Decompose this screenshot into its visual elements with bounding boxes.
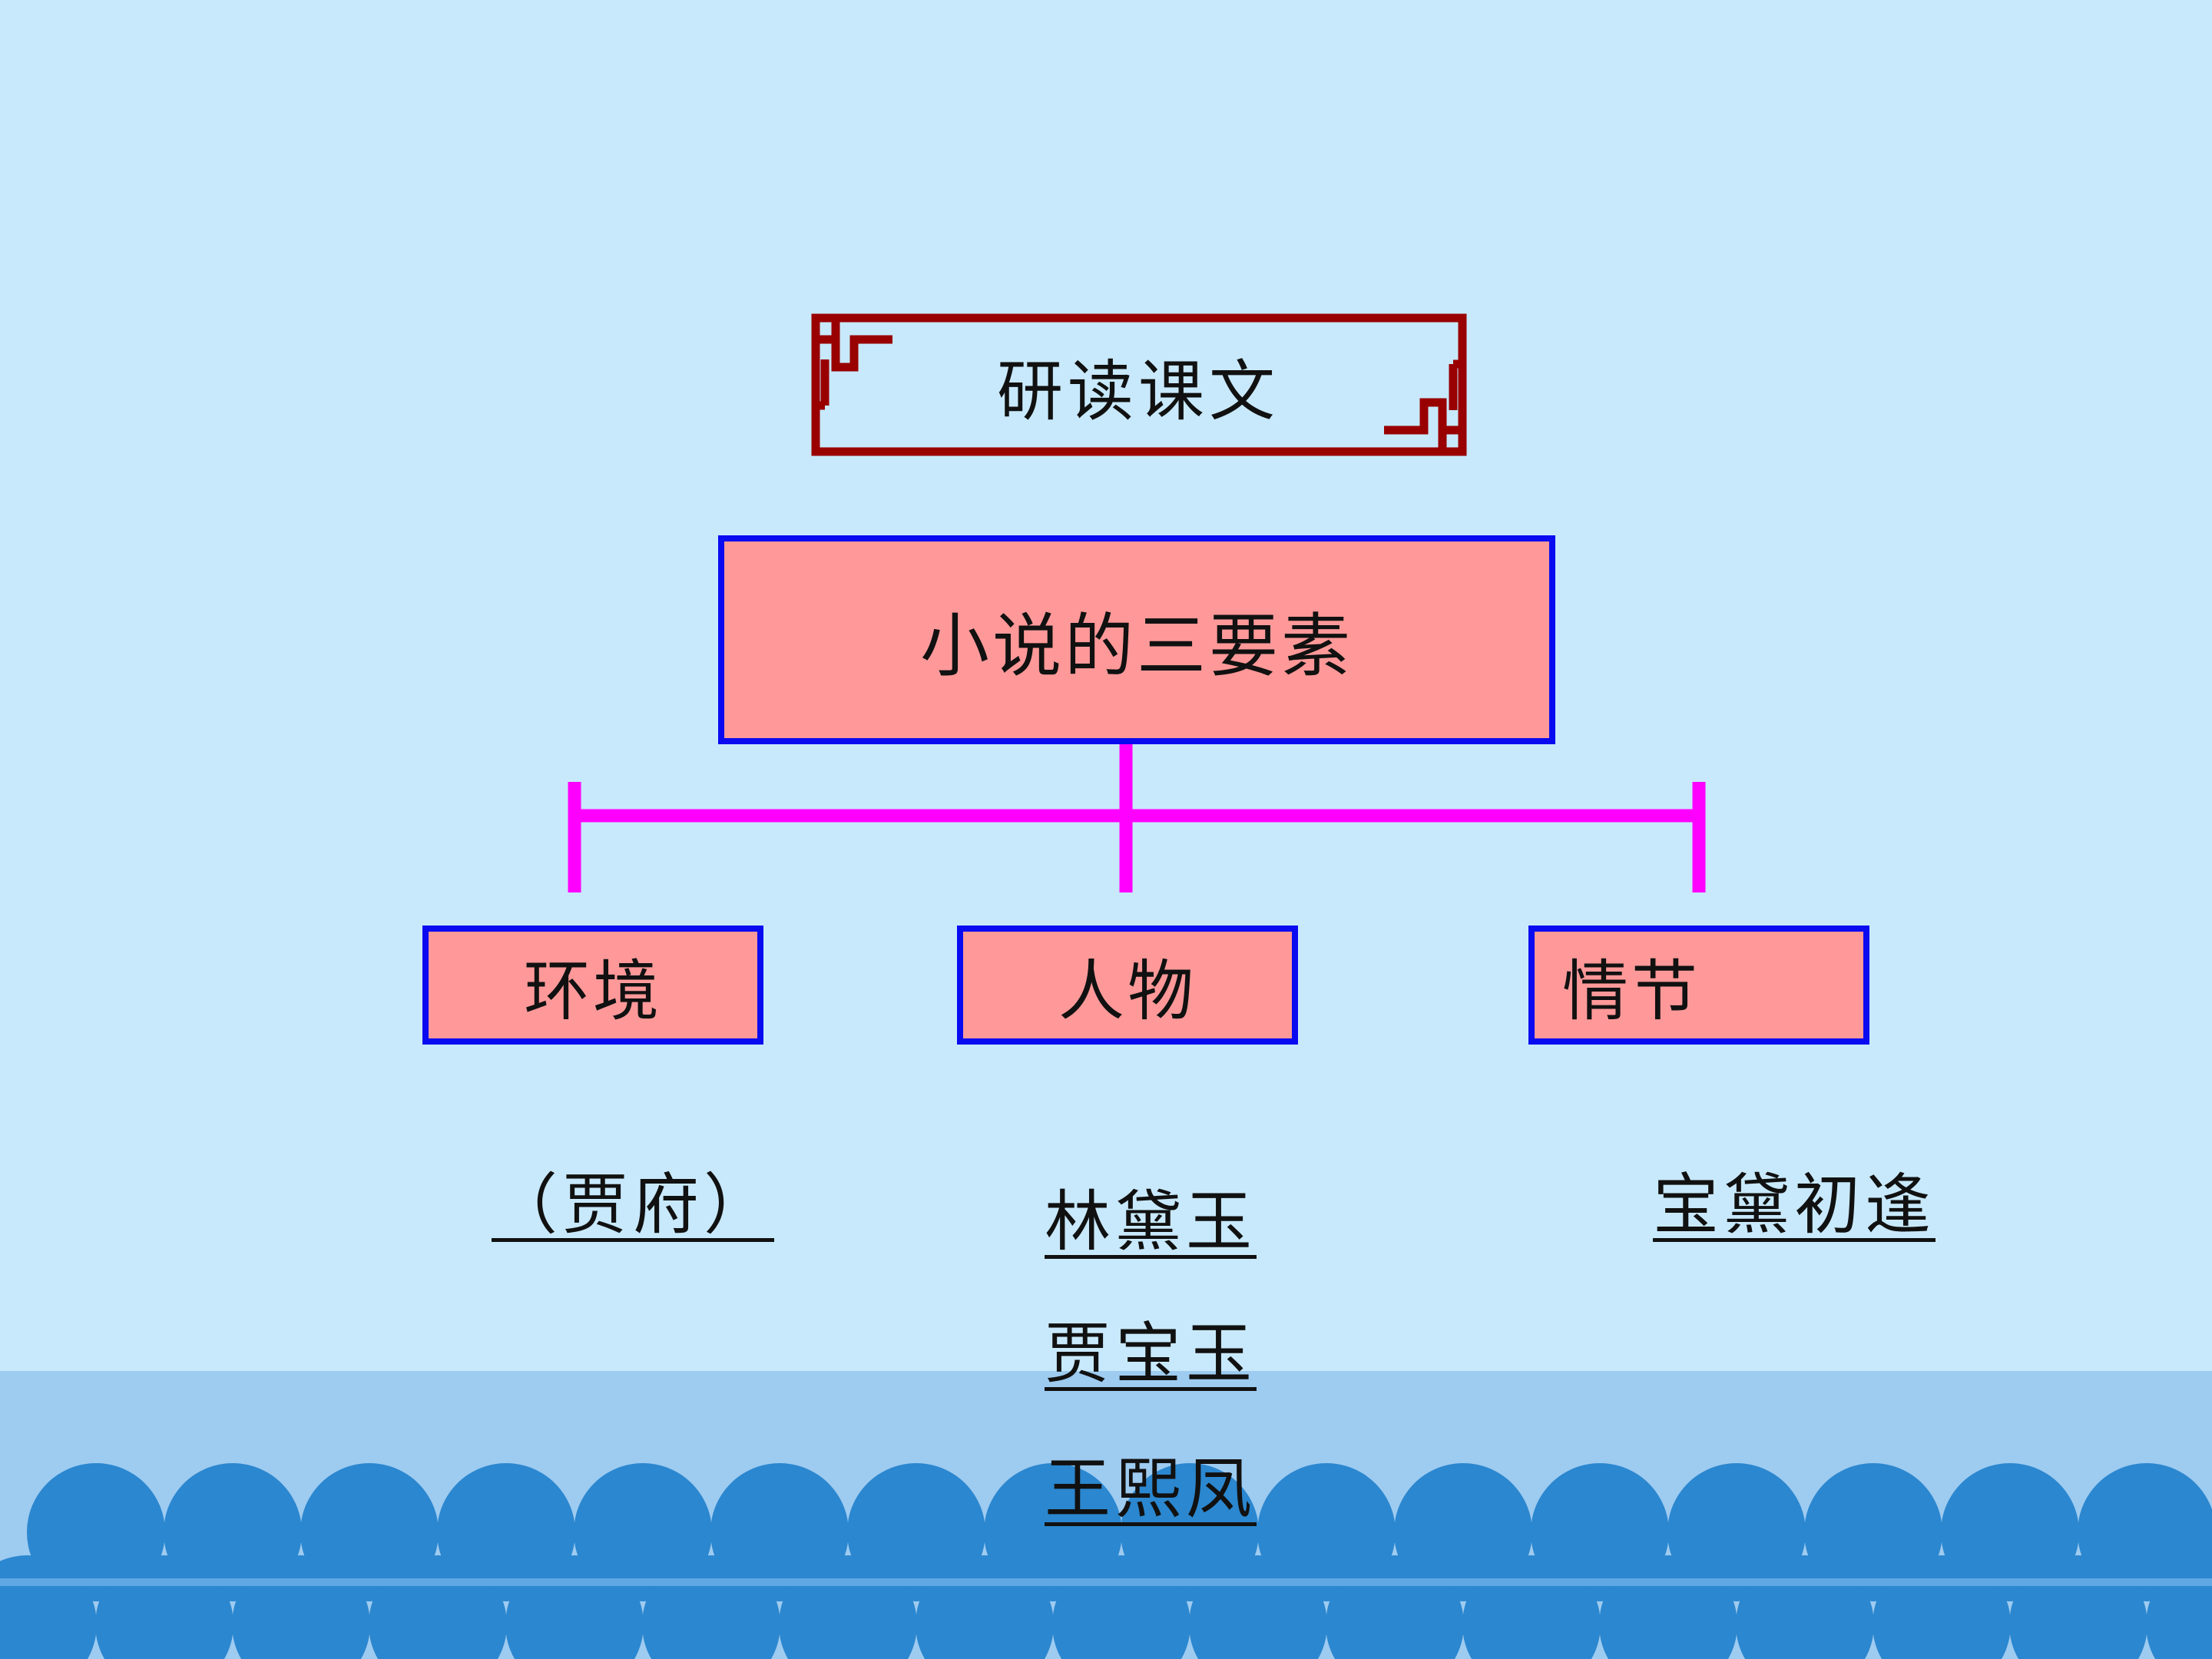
detail-plot: 宝黛初逢 [1653,1167,1936,1243]
branch-node-plot: 情节 [1528,926,1869,1045]
root-node-label: 小说的三要素 [920,606,1353,687]
page-title: 研读课文 [997,353,1280,430]
branch-label: 环境 [524,953,662,1030]
branch-label: 人物 [1058,953,1197,1030]
detail-character-2: 贾宝玉 [1045,1316,1257,1392]
detail-character-1: 林黛玉 [1045,1184,1257,1260]
branch-node-setting: 环境 [422,926,763,1045]
title-frame-border [811,313,1467,456]
root-node: 小说的三要素 [718,535,1555,744]
branch-label: 情节 [1562,953,1700,1030]
branch-node-characters: 人物 [957,926,1298,1045]
wave-background [0,1371,2212,1659]
detail-character-3: 王熙凤 [1045,1451,1257,1528]
detail-setting: （贾府） [492,1167,774,1243]
